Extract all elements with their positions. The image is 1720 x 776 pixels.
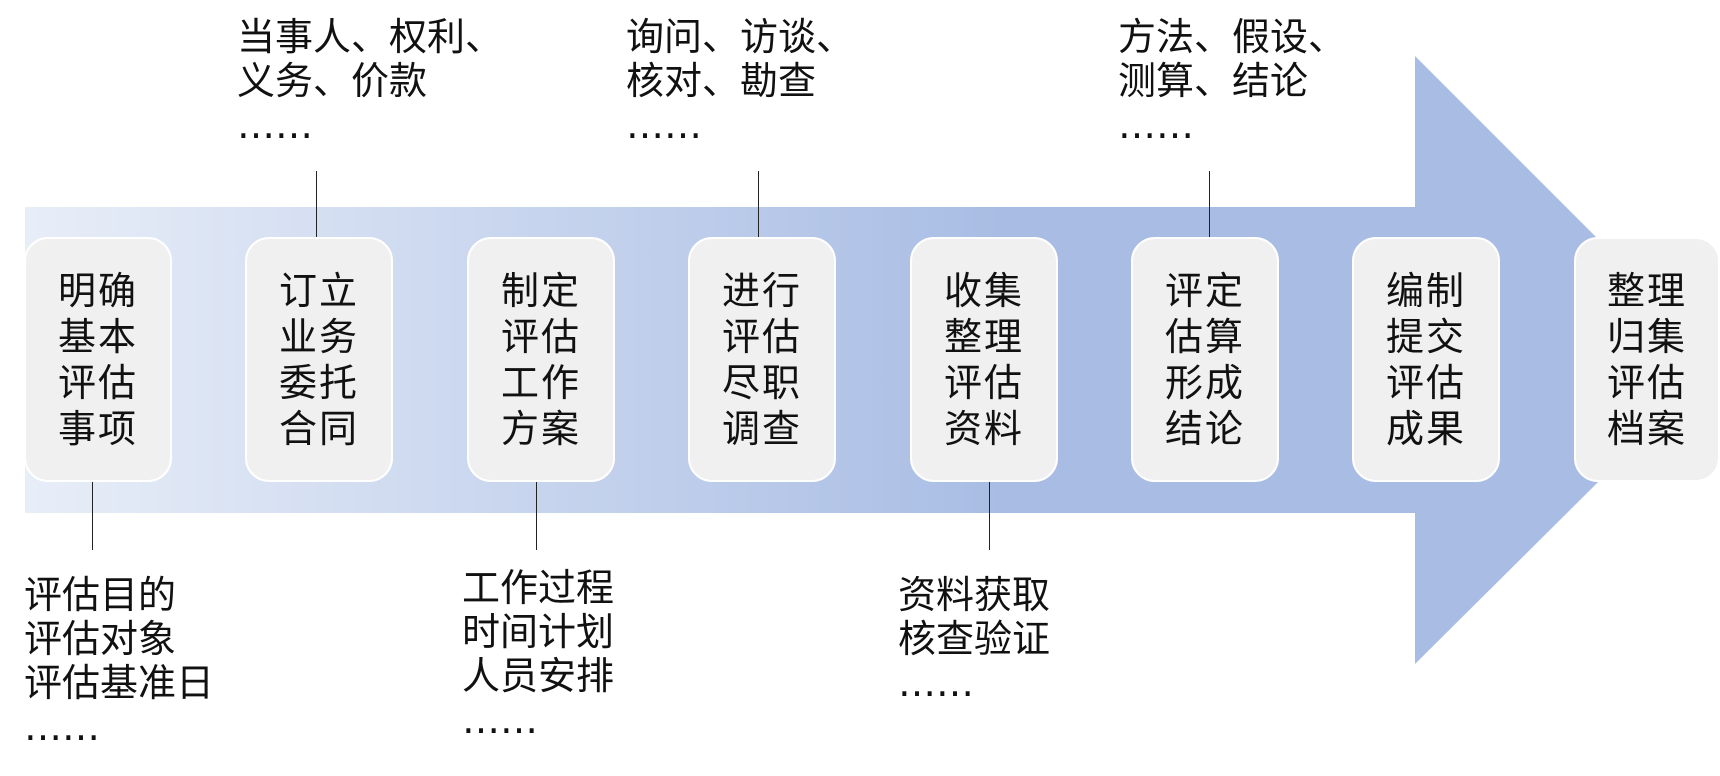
step-box-2: 订立业务委托合同 (245, 237, 393, 482)
note-top-contract: 当事人、权利、 义务、价款 …… (237, 15, 504, 147)
step-label-5: 收集整理评估资料 (944, 268, 1025, 451)
step-label-7: 编制提交评估成果 (1386, 268, 1467, 451)
connector-bottom-3 (536, 482, 537, 550)
step-box-6: 评定估算形成结论 (1131, 237, 1279, 482)
step-box-3: 制定评估工作方案 (467, 237, 615, 482)
note-bottom-materials: 资料获取 核查验证 …… (898, 573, 1051, 705)
note-top-investigation: 询问、访谈、 核对、勘查 …… (626, 15, 855, 147)
note-bottom-plan: 工作过程 时间计划 人员安排 …… (462, 566, 615, 742)
connector-top-4 (758, 171, 759, 237)
step-label-4: 进行评估尽职调查 (722, 268, 803, 451)
step-label-1: 明确基本评估事项 (58, 268, 139, 451)
step-box-5: 收集整理评估资料 (910, 237, 1058, 482)
step-box-1: 明确基本评估事项 (24, 237, 172, 482)
step-box-4: 进行评估尽职调查 (688, 237, 836, 482)
step-label-3: 制定评估工作方案 (501, 268, 582, 451)
step-label-6: 评定估算形成结论 (1165, 268, 1246, 451)
step-label-2: 订立业务委托合同 (279, 268, 360, 451)
note-top-estimation: 方法、假设、 测算、结论 …… (1118, 15, 1347, 147)
step-label-8: 整理归集评估档案 (1607, 268, 1688, 451)
connector-top-2 (316, 171, 317, 237)
connector-bottom-1 (92, 482, 93, 550)
step-box-7: 编制提交评估成果 (1352, 237, 1500, 482)
connector-top-6 (1209, 171, 1210, 237)
note-bottom-matters: 评估目的 评估对象 评估基准日 …… (24, 573, 215, 749)
connector-bottom-5 (989, 482, 990, 550)
step-box-8: 整理归集评估档案 (1574, 237, 1720, 482)
arrow-shape (25, 56, 1720, 664)
